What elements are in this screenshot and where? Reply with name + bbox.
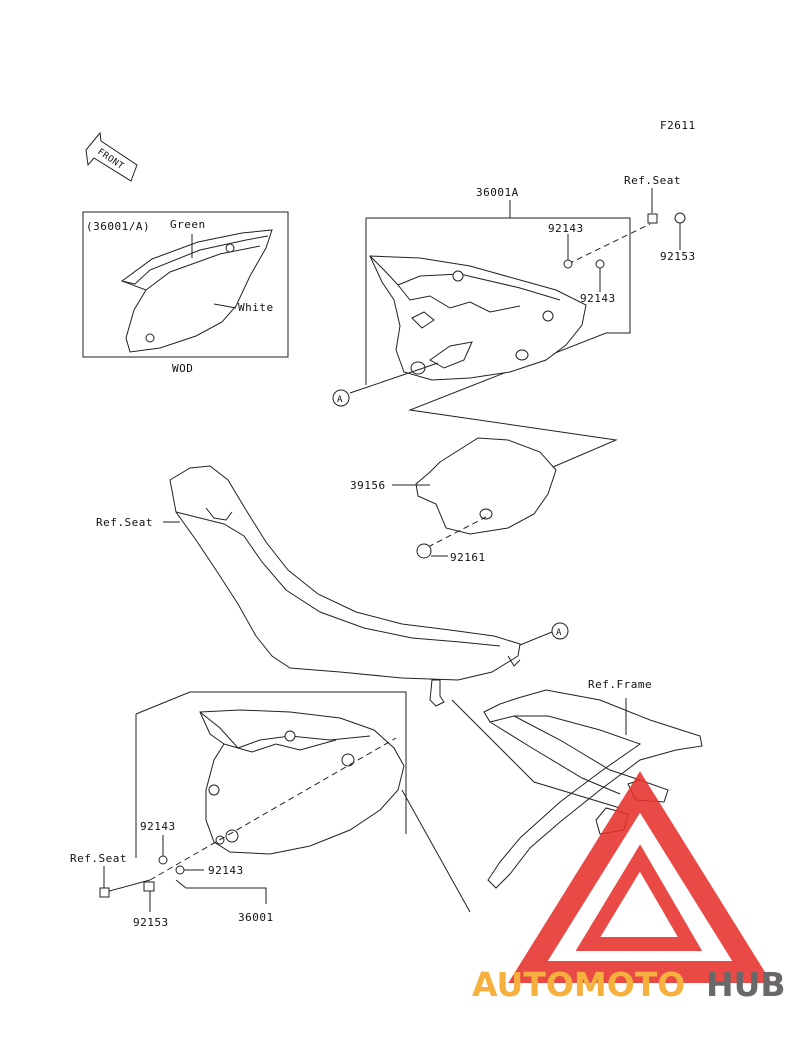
label-ref-frame: Ref.Frame xyxy=(588,678,652,691)
label-ref-seat-top: Ref.Seat xyxy=(624,174,681,187)
subframe: Ref.Frame xyxy=(451,678,703,889)
label-ref-seat-bottom: Ref.Seat xyxy=(70,852,127,865)
label-92153-bottom: 92153 xyxy=(133,916,169,929)
label-92143-a: 92143 xyxy=(548,222,584,235)
label-36001: 36001 xyxy=(238,911,274,924)
label-36001A: 36001A xyxy=(476,186,519,199)
watermark-text-gray: HUB xyxy=(706,965,786,1004)
marker-a-top xyxy=(332,389,350,407)
marker-a-bottom xyxy=(551,622,569,640)
side-cover-right xyxy=(199,709,405,855)
figure-code: F2611 xyxy=(660,119,696,132)
inset-color-green: Green xyxy=(170,218,206,231)
inset-box: (36001/A) Green White WOD xyxy=(82,211,289,375)
inset-color-white: White xyxy=(238,301,274,314)
pad-39156: 39156 92161 xyxy=(350,437,557,564)
side-cover-right-group: 92143 92143 Ref.Seat 92153 36001 xyxy=(70,691,471,929)
label-92153-top: 92153 xyxy=(660,250,696,263)
label-92143-b: 92143 xyxy=(580,292,616,305)
watermark-text-orange: AUTOMOTO xyxy=(472,965,685,1004)
front-arrow-icon: FRONT xyxy=(85,131,138,182)
label-ref-seat-mid: Ref.Seat xyxy=(96,516,153,529)
inset-title: (36001/A) xyxy=(86,220,150,233)
side-cover-left xyxy=(369,255,587,381)
marker-a-bottom-label: A xyxy=(556,628,562,638)
seat: Ref.Seat A xyxy=(96,465,569,707)
inset-caption: WOD xyxy=(172,362,193,375)
label-92143-c: 92143 xyxy=(140,820,176,833)
label-39156: 39156 xyxy=(350,479,386,492)
inset-side-cover xyxy=(120,229,273,353)
automotohub-logo-icon xyxy=(508,771,772,983)
automotohub-watermark: AUTOMOTO HUB xyxy=(472,771,786,1004)
side-cover-left-group: 36001A 92143 92143 Ref.Seat 92153 A xyxy=(332,174,696,471)
marker-a-top-label: A xyxy=(337,395,343,405)
label-92143-d: 92143 xyxy=(208,864,244,877)
label-92161: 92161 xyxy=(450,551,486,564)
